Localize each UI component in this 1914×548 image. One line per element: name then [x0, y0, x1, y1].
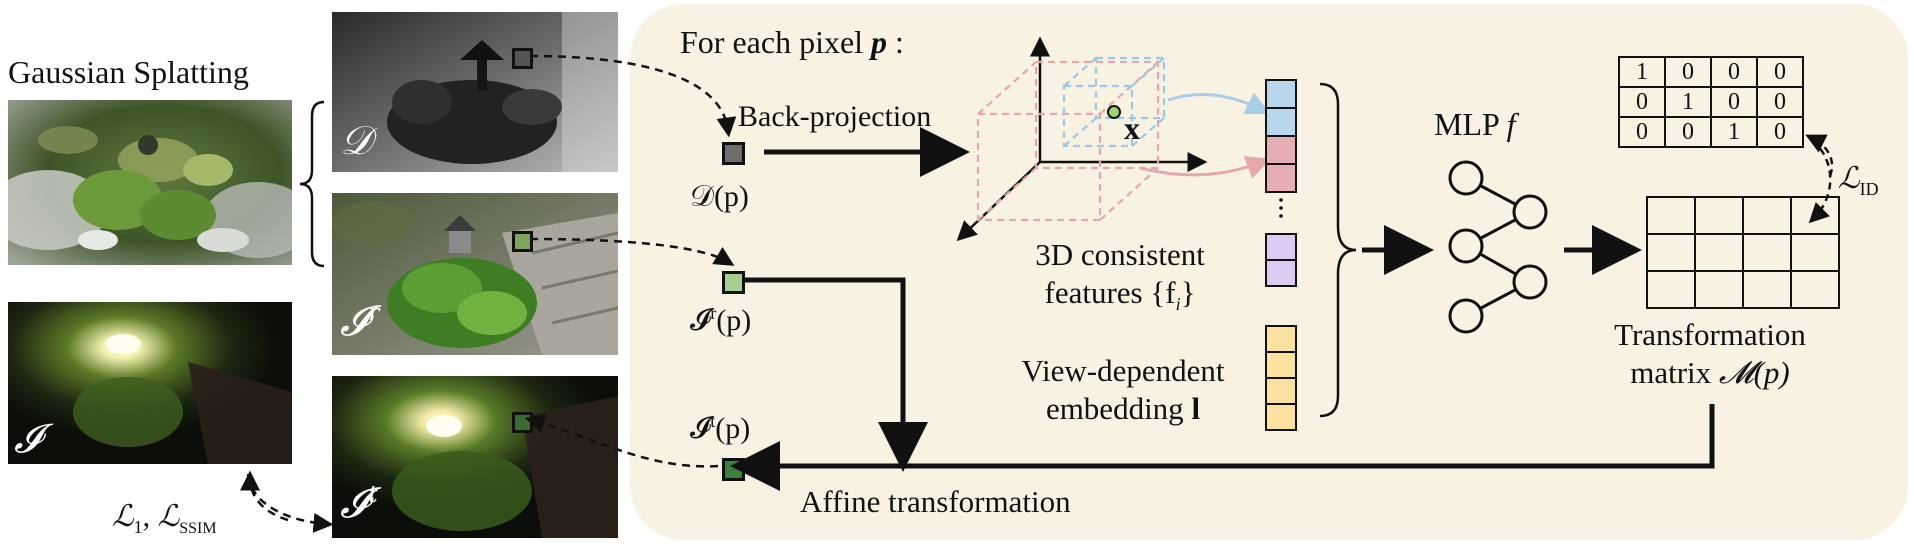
depth-image-label: 𝒟: [340, 118, 372, 164]
reference-image-label: 𝓘r: [340, 296, 380, 345]
affine-transformation-label: Affine transformation: [800, 484, 1071, 519]
identity-matrix-cell: 0: [1756, 56, 1804, 88]
transformation-matrix: [1646, 196, 1840, 309]
identity-matrix-cell: 0: [1756, 116, 1804, 148]
for-each-pixel-label: For each pixel p :: [680, 24, 904, 60]
target-image-label: 𝓘t: [340, 478, 378, 527]
rendered-image-label: 𝓘: [14, 416, 42, 462]
depth-pixel-marker: [512, 48, 533, 69]
identity-matrix-cell: 0: [1618, 86, 1666, 118]
gaussian-splatting-image: [8, 100, 292, 265]
identity-matrix-cell: 0: [1664, 56, 1712, 88]
identity-loss-label: ℒID: [1838, 162, 1879, 199]
target-pixel-label: 𝓘t(p): [690, 411, 751, 445]
identity-matrix-cell: 0: [1618, 116, 1666, 148]
target-image: [332, 376, 618, 538]
identity-matrix-cell: 0: [1710, 86, 1758, 118]
back-projection-label: Back-projection: [738, 100, 932, 133]
depth-image: [332, 12, 618, 172]
gaussian-splatting-title: Gaussian Splatting: [8, 54, 249, 90]
identity-matrix-cell: 0: [1710, 56, 1758, 88]
mlp-label: MLP f: [1434, 106, 1516, 142]
point-x-label: x: [1124, 110, 1140, 146]
transformation-matrix-label: Transformation matrix 𝓜(p): [1614, 317, 1806, 390]
identity-matrix-cell: 0: [1664, 116, 1712, 148]
reference-pixel-label: 𝓘r(p): [690, 303, 752, 337]
rendered-image: [8, 302, 292, 464]
view-embedding-label: View-dependent embedding l: [1021, 353, 1225, 426]
depth-pixel: [722, 142, 745, 165]
features-label: 3D consistent features {fi}: [1035, 237, 1205, 314]
identity-matrix-cell: 1: [1618, 56, 1666, 88]
brace-icon: [299, 100, 325, 268]
reference-image: [332, 193, 618, 355]
identity-matrix-cell: 0: [1756, 86, 1804, 118]
reference-pixel-marker: [512, 231, 533, 252]
depth-pixel-label: 𝒟(p): [690, 180, 749, 213]
identity-matrix-cell: 1: [1664, 86, 1712, 118]
identity-matrix-cell: 1: [1710, 116, 1758, 148]
photometric-loss-label: ℒ1, ℒSSIM: [112, 500, 217, 537]
